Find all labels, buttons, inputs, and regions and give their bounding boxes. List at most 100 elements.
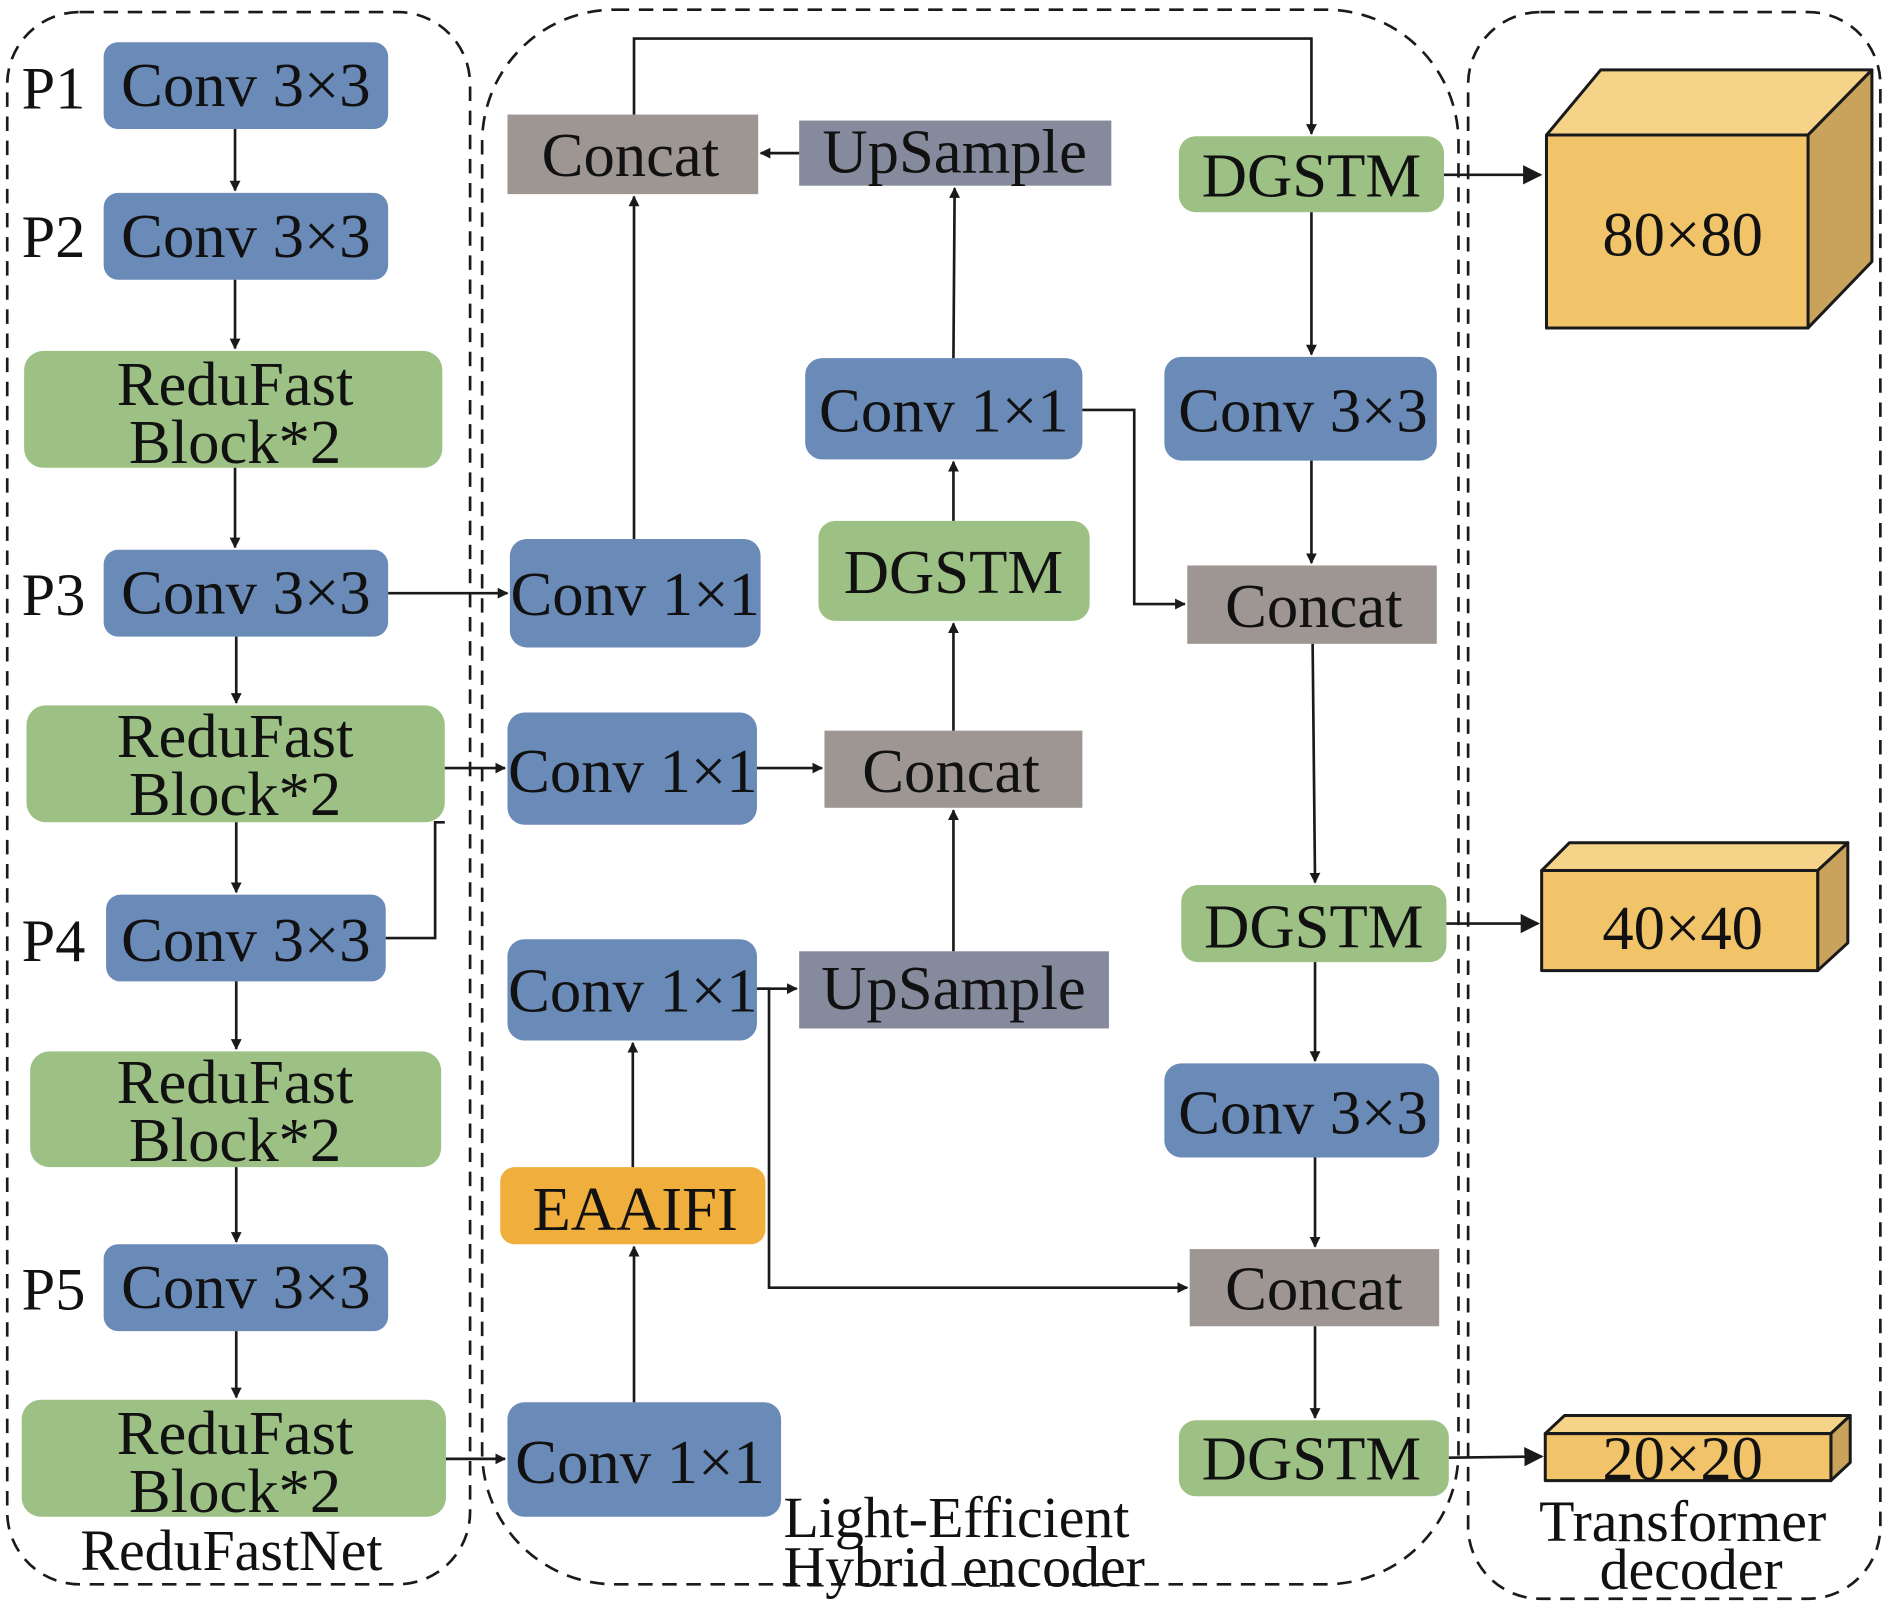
p2-tag: P2 <box>22 204 86 271</box>
conv3x3-r1-label: Conv 3×3 <box>1178 376 1427 446</box>
decoder-group-label-line1: Transformer <box>1539 1489 1826 1554</box>
redufast-block-4-line1: ReduFast <box>117 1398 354 1468</box>
concat-r2-box <box>1189 1249 1440 1327</box>
conv1x1-c-box <box>507 939 757 1041</box>
edge-concatr1-dgstmout2 <box>1309 643 1321 884</box>
decoder-feature-20[interactable]: 20×20 <box>1543 1413 1852 1493</box>
dgstm-mid-label: DGSTM <box>844 537 1063 607</box>
edge-p4-skip <box>385 820 445 940</box>
edge-dgstmout3-out20 <box>1448 1447 1544 1467</box>
encoder-conv1x1-b[interactable]: Conv 1×1 <box>507 712 758 825</box>
cube-40-front <box>1540 868 1820 973</box>
backbone-p1[interactable]: P1 Conv 3×3 <box>22 42 389 130</box>
encoder-dgstm-out3[interactable]: DGSTM <box>1178 1420 1449 1497</box>
backbone-redufast-block-2[interactable]: ReduFast Block*2 <box>26 701 445 829</box>
encoder-dgstm-mid[interactable]: DGSTM <box>818 520 1090 621</box>
eaaifi-label: EAAIFI <box>533 1174 738 1244</box>
encoder-conv1x1-a[interactable]: Conv 1×1 <box>509 538 761 648</box>
conv1x1-mid-top-label: Conv 1×1 <box>819 376 1068 446</box>
p4-tag: P4 <box>22 908 86 975</box>
p1-conv-box <box>103 42 389 130</box>
redufast-block-2-line1: ReduFast <box>117 701 354 771</box>
encoder-conv1x1-d[interactable]: Conv 1×1 <box>507 1402 782 1517</box>
redufast-block-2-box <box>26 705 445 823</box>
p5-conv-label: Conv 3×3 <box>121 1252 370 1322</box>
decoder-group-label-line2: decoder <box>1600 1537 1783 1602</box>
dgstm-out2-label: DGSTM <box>1204 892 1423 962</box>
redufast-block-1-line1: ReduFast <box>117 349 354 419</box>
p4-conv-label: Conv 3×3 <box>121 905 370 975</box>
redufast-block-2-line2: Block*2 <box>129 759 341 829</box>
decoder-feature-40[interactable]: 40×40 <box>1540 841 1850 973</box>
dgstm-out2-box <box>1181 884 1447 963</box>
conv3x3-r1-box <box>1164 356 1437 461</box>
conv1x1-b-label: Conv 1×1 <box>508 736 757 806</box>
encoder-eaaifi[interactable]: EAAIFI <box>500 1167 766 1245</box>
concat-top-label: Concat <box>542 120 720 190</box>
redufast-block-3-line2: Block*2 <box>129 1105 341 1175</box>
edge-convmidtop-concatr1 <box>1082 408 1186 610</box>
decoder-feature-80[interactable]: 80×80 <box>1544 68 1874 330</box>
backbone-redufast-block-3[interactable]: ReduFast Block*2 <box>30 1047 442 1175</box>
conv1x1-a-box <box>509 538 761 648</box>
encoder-dgstm-out2[interactable]: DGSTM <box>1181 884 1447 963</box>
p2-conv-label: Conv 3×3 <box>121 201 370 271</box>
backbone-redufast-block-4[interactable]: ReduFast Block*2 <box>21 1398 446 1526</box>
encoder-conv1x1-c[interactable]: Conv 1×1 <box>507 939 758 1041</box>
cube-40-top <box>1540 841 1850 873</box>
eaaifi-box <box>500 1167 766 1245</box>
cube-40-label: 40×40 <box>1602 893 1763 963</box>
backbone-group-border <box>5 10 472 1586</box>
p4-conv-box <box>106 894 386 982</box>
encoder-upsample-top[interactable]: UpSample <box>799 116 1112 186</box>
dgstm-mid-box <box>818 520 1090 621</box>
redufast-block-1-box <box>24 350 443 468</box>
concat-r1-label: Concat <box>1225 571 1403 641</box>
encoder-group-label-line2: Hybrid encoder <box>783 1535 1144 1600</box>
backbone-p4[interactable]: P4 Conv 3×3 <box>22 894 386 982</box>
redufast-block-3-line1: ReduFast <box>117 1047 354 1117</box>
encoder-concat-r2[interactable]: Concat <box>1189 1249 1440 1327</box>
encoder-conv1x1-mid-top[interactable]: Conv 1×1 <box>805 358 1083 460</box>
encoder-dgstm-out1[interactable]: DGSTM <box>1178 136 1445 213</box>
upsample-mid-label: UpSample <box>821 953 1086 1023</box>
cube-20-label: 20×20 <box>1602 1423 1763 1493</box>
redufast-block-3-box <box>30 1051 442 1168</box>
conv1x1-d-label: Conv 1×1 <box>515 1427 764 1497</box>
encoder-upsample-mid[interactable]: UpSample <box>799 951 1109 1029</box>
p5-tag: P5 <box>22 1256 86 1323</box>
concat-top-box <box>507 114 759 195</box>
upsample-mid-box <box>799 951 1109 1029</box>
concat-mid-label: Concat <box>862 736 1040 806</box>
redufast-block-4-line2: Block*2 <box>129 1456 341 1526</box>
backbone-p2[interactable]: P2 Conv 3×3 <box>22 192 389 280</box>
edge-convmidtop-upsampletop <box>949 187 960 359</box>
backbone-p3[interactable]: P3 Conv 3×3 <box>22 549 389 637</box>
decoder-group-border <box>1466 10 1882 1601</box>
encoder-concat-r1[interactable]: Concat <box>1187 565 1437 644</box>
dgstm-out3-label: DGSTM <box>1202 1423 1421 1493</box>
dgstm-out1-box <box>1178 136 1445 213</box>
conv1x1-b-box <box>507 712 757 825</box>
backbone-p5[interactable]: P5 Conv 3×3 <box>22 1244 389 1332</box>
encoder-conv3x3-r1[interactable]: Conv 3×3 <box>1164 356 1437 461</box>
encoder-conv3x3-r2[interactable]: Conv 3×3 <box>1164 1063 1440 1158</box>
concat-r2-label: Concat <box>1225 1253 1403 1323</box>
dgstm-out1-label: DGSTM <box>1202 141 1421 211</box>
dgstm-out3-box <box>1178 1420 1449 1497</box>
p2-conv-box <box>103 192 389 280</box>
encoder-concat-mid[interactable]: Concat <box>824 730 1083 808</box>
p1-tag: P1 <box>22 56 86 123</box>
conv3x3-r2-label: Conv 3×3 <box>1178 1077 1427 1147</box>
p1-conv-label: Conv 3×3 <box>121 50 370 120</box>
backbone-redufast-block-1[interactable]: ReduFast Block*2 <box>24 349 443 477</box>
edge-concattop-dgstmout1 <box>632 37 1317 135</box>
edge-conv1x1c-concatr2 <box>756 987 1189 1294</box>
upsample-top-box <box>799 120 1112 186</box>
p3-conv-label: Conv 3×3 <box>121 558 370 628</box>
encoder-group-label-line1: Light-Efficient <box>783 1485 1129 1550</box>
encoder-group-border <box>480 8 1460 1586</box>
cube-80-front <box>1544 133 1810 330</box>
encoder-concat-top[interactable]: Concat <box>507 114 759 195</box>
